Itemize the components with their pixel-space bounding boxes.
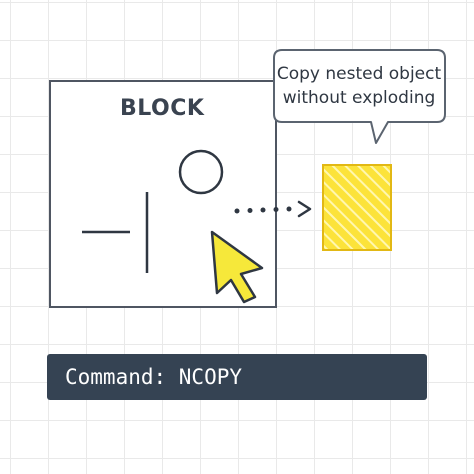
arrow-cursor-icon: [210, 230, 264, 304]
command-line[interactable]: Command: NCOPY: [47, 354, 427, 400]
command-line-text: Command: NCOPY: [65, 365, 243, 389]
block-circle[interactable]: [178, 149, 224, 195]
tooltip-line-2: without exploding: [282, 88, 436, 108]
tooltip-text: Copy nested object without exploding: [276, 62, 442, 110]
block-label: BLOCK: [120, 96, 205, 121]
copied-object[interactable]: [322, 164, 392, 251]
dotted-arrow-icon: [234, 200, 312, 218]
tooltip-line-1: Copy nested object: [276, 64, 442, 84]
